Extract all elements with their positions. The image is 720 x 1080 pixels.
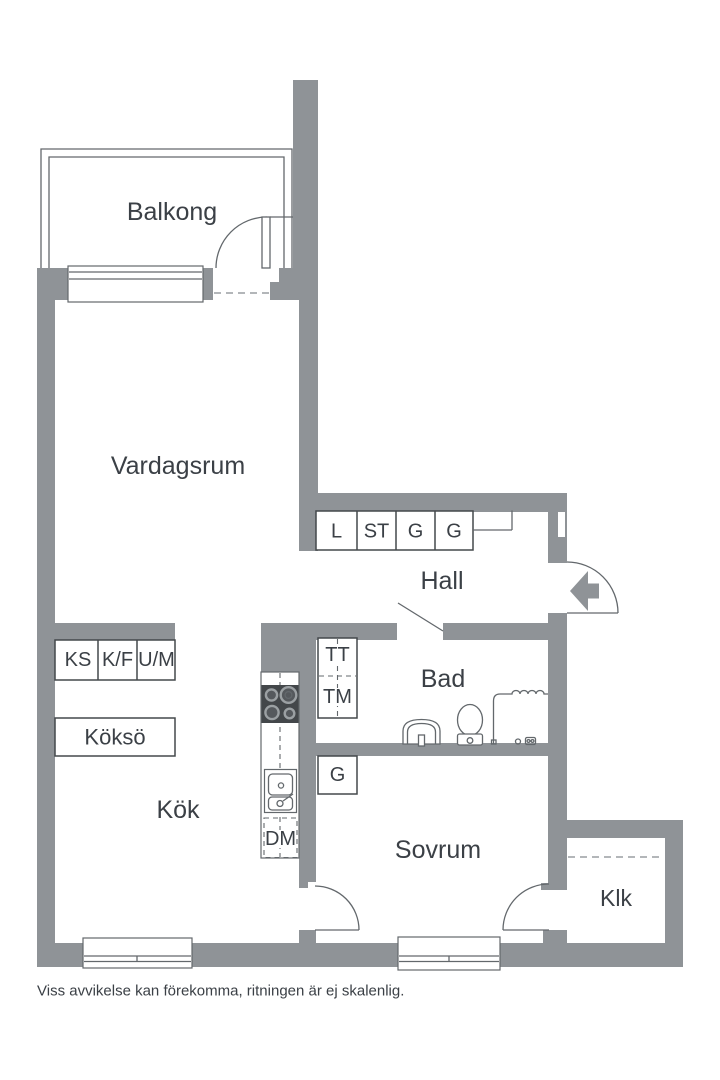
klk-door: [502, 883, 550, 931]
wall-left-exterior: [37, 268, 55, 967]
room-label-bathroom: Bad: [421, 665, 465, 693]
entrance-door: [566, 561, 619, 614]
shower-icon: [490, 689, 548, 746]
wall-kitchen-band-right: [443, 623, 548, 640]
room-label-balcony: Balkong: [127, 198, 217, 226]
laundry-column-box: [317, 637, 358, 719]
wall-klk-door-stub: [543, 930, 567, 944]
laundry-label-tt: TT: [325, 644, 349, 666]
closet-label-l: L: [331, 521, 342, 543]
balcony-door-jamb-notch: [270, 268, 279, 282]
hall-shelf-lines: [473, 510, 513, 531]
appliance-label-um: U/M: [138, 649, 175, 671]
kitchen-sink-icon: [263, 768, 298, 814]
kitchen-appliance-row: [54, 639, 176, 681]
room-label-hall: Hall: [420, 567, 463, 595]
laundry-label-tm: TM: [323, 686, 352, 708]
room-label-kitchen-island: Köksö: [84, 725, 145, 750]
stove-icon: [261, 685, 299, 723]
wall-bedroom-door-stub: [299, 930, 316, 944]
dishwasher-label: DM: [265, 828, 296, 850]
wall-kitchen-chunk: [261, 623, 299, 672]
wall-bathroom-bottom: [316, 743, 566, 756]
hall-closet-row: [315, 510, 513, 551]
wall-kitchen-band-left: [37, 623, 175, 640]
room-label-living-room: Vardagsrum: [111, 452, 245, 480]
balcony-railing: [40, 148, 293, 268]
dishwasher-box: [263, 817, 298, 859]
room-label-bedroom: Sovrum: [395, 836, 481, 864]
bathroom-sink-icon: [402, 718, 441, 747]
kitchen-island-box: [54, 717, 176, 757]
balcony-door: [214, 216, 293, 294]
kitchen-counter: [260, 671, 300, 859]
closet-label-g1: G: [408, 521, 424, 543]
wall-klk-right: [665, 838, 683, 967]
bedroom-wardrobe-box: [317, 755, 358, 795]
appliance-label-ks: KS: [65, 649, 92, 671]
bathroom-door-leaf: [397, 602, 444, 632]
room-label-kitchen: Kök: [156, 796, 200, 824]
entrance-arrow-icon: [570, 571, 599, 611]
hall-wall-recess: [558, 512, 565, 537]
wall-klk-door-jamb: [541, 883, 567, 890]
bedroom-wardrobe-label: G: [330, 764, 346, 786]
wall-kitchen-band-mid: [299, 623, 397, 640]
balcony-door-leaf: [261, 216, 271, 269]
toilet-icon: [456, 703, 484, 746]
window-kitchen: [82, 937, 193, 969]
appliance-label-kf: K/F: [102, 649, 133, 671]
disclaimer-text: Viss avvikelse kan förekomma, ritningen …: [37, 983, 404, 1000]
room-label-walk-in-closet: Klk: [600, 885, 632, 911]
closet-label-g2: G: [446, 521, 462, 543]
wall-bedroom-door-jamb: [299, 882, 308, 888]
window-bedroom: [397, 936, 501, 971]
wall-hall-top: [299, 493, 567, 512]
wall-column-top: [293, 80, 318, 270]
wall-klk-top: [566, 820, 683, 838]
bedroom-door: [314, 885, 360, 931]
closet-label-st: ST: [364, 521, 390, 543]
window-living-room: [67, 265, 204, 303]
wall-kitchen-bedroom-divider: [299, 640, 316, 882]
balcony-door-opening: [213, 268, 270, 300]
wall-livingroom-right: [299, 268, 318, 551]
